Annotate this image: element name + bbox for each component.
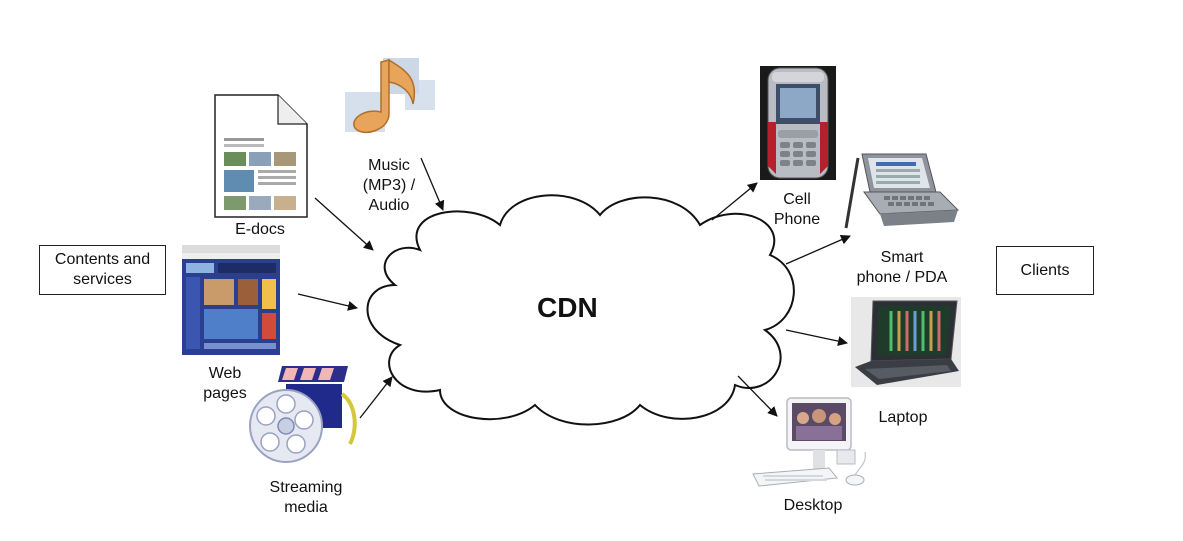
contents-services-box: Contents and services (39, 245, 166, 295)
cell-phone-image (760, 66, 836, 180)
laptop-image (851, 297, 961, 387)
music-note-icon (333, 52, 441, 144)
web-page-image (182, 245, 280, 355)
edocs-document-image (214, 94, 308, 218)
laptop-label: Laptop (878, 409, 928, 426)
arrow-music-to-cdn (420, 157, 445, 211)
pda-device-image (840, 148, 960, 234)
arrow-streaming-to-cdn (359, 376, 393, 419)
edocs-label: E-docs (235, 221, 285, 238)
web-pages-label: Web pages (203, 365, 247, 402)
arrow-cdn-to-smart (785, 235, 851, 265)
desktop-computer-image (749, 396, 879, 490)
desktop-label: Desktop (783, 497, 843, 514)
arrow-edocs-to-cdn (314, 197, 374, 251)
clients-box: Clients (996, 246, 1094, 295)
music-label: Music (MP3) / Audio (362, 157, 416, 214)
arrow-cdn-to-cell (711, 182, 758, 221)
cdn-label: CDN (537, 292, 598, 323)
cell-phone-label: Cell Phone (773, 191, 821, 228)
streaming-media-label: Streaming media (269, 479, 343, 516)
arrow-web-to-cdn (297, 293, 358, 311)
film-reel-icon (246, 364, 364, 464)
smart-phone-label: Smart phone / PDA (856, 249, 948, 286)
arrow-cdn-to-laptop (785, 329, 848, 347)
arrow-cdn-to-desktop (737, 375, 778, 417)
cdn-cloud (366, 194, 795, 426)
